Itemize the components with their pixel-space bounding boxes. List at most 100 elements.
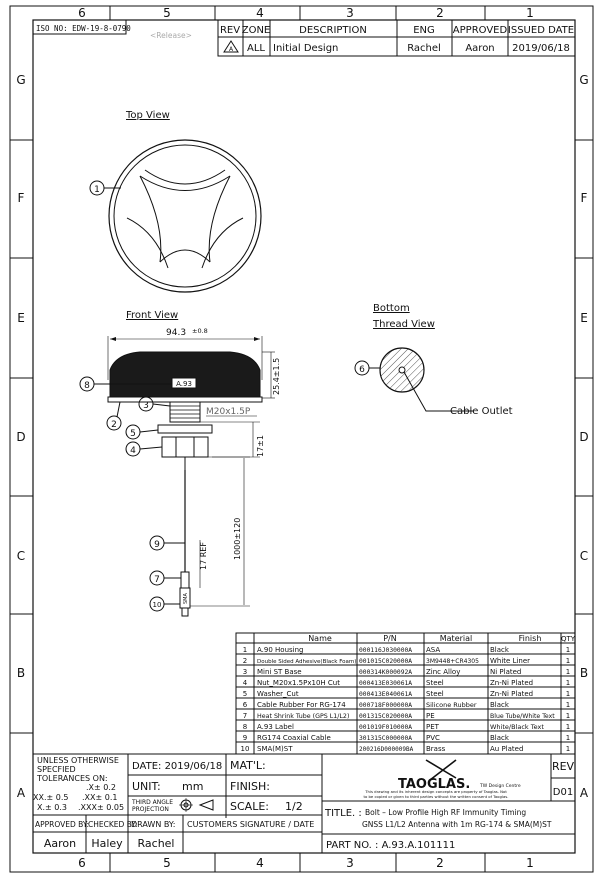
- checker-name: Haley: [91, 837, 123, 850]
- bom-cell-material: Brass: [426, 745, 446, 753]
- bom-row: 1 A.90 Housing 000116J030000A ASA Black …: [243, 646, 570, 654]
- row-label-c: C: [17, 549, 25, 563]
- bom-cell-qty: 1: [566, 657, 570, 665]
- bom-cell-pn: 000314K000092A: [359, 669, 412, 676]
- iso-number: ISO NO: EDW-19-8-0790: [36, 24, 131, 33]
- leader-3: [152, 403, 171, 407]
- row-label-d: D: [16, 430, 25, 444]
- a93-label-text: A.93: [176, 380, 192, 388]
- bom-header-finish: Finish: [519, 634, 542, 643]
- col-label-6: 6: [78, 6, 86, 20]
- tolerance-x-a: X.± 0.3: [37, 803, 67, 812]
- bom-row: 4 Nut_M20x1.5Px10H Cut 000413E030061A St…: [243, 679, 570, 687]
- col-label-4: 4: [256, 6, 264, 20]
- zone-col-header: ZONE: [242, 25, 271, 36]
- housing-rib: [139, 175, 231, 191]
- washer: [157, 424, 213, 434]
- leader-4: [139, 446, 163, 450]
- balloon-9-label: 9: [154, 540, 160, 550]
- bom-row: 9 RG174 Coaxial Cable 301315C000000A PVC…: [243, 734, 570, 742]
- zone-value: ALL: [247, 43, 265, 54]
- description-value: Initial Design: [273, 43, 338, 54]
- bom-cell-pn: 001019F010000A: [359, 724, 412, 731]
- right-row-ruler: G F E D C B A: [575, 73, 593, 800]
- housing-rib: [159, 249, 211, 263]
- col-label-5: 5: [163, 6, 171, 20]
- approved-value: Aaron: [465, 43, 494, 54]
- top-column-ruler: 6 5 4 3 2 1: [78, 6, 534, 20]
- bottom-thread-view: Bottom Thread View 6 Cable Outlet: [354, 303, 513, 417]
- balloon-3-label: 3: [143, 401, 149, 411]
- bom-cell-no: 5: [243, 690, 247, 698]
- front-view: Front View 94.3 ±0.8 A.93 25.4±1.5 M20x1…: [79, 310, 281, 617]
- right-row-label-f: F: [581, 191, 588, 205]
- width-tolerance: ±0.8: [192, 327, 208, 335]
- housing-rib: [201, 217, 244, 269]
- issued-col-header: ISSUED DATE: [508, 25, 574, 36]
- nut: [161, 436, 209, 458]
- design-centre-label: TW Design Centre: [479, 783, 521, 789]
- bom-cell-no: 7: [243, 712, 247, 720]
- bom-cell-name: A.90 Housing: [257, 646, 303, 654]
- bom-cell-qty: 1: [566, 679, 570, 687]
- bom-cell-finish: Zn-Ni Plated: [490, 679, 533, 687]
- bom-cell-finish: Black: [490, 734, 510, 742]
- unit-value: mm: [182, 780, 203, 793]
- scale-value: 1/2: [285, 800, 303, 813]
- approved-by-label: APPROVED BY:: [35, 820, 89, 829]
- bom-cell-name: Mini ST Base: [257, 668, 302, 676]
- taoglas-logo: TAOGLAS. TW Design Centre: [398, 759, 521, 792]
- right-row-label-b: B: [580, 666, 588, 680]
- bom-cell-name: Cable Rubber For RG-174: [257, 701, 346, 709]
- bom-cell-pn: 200216D000009BA: [359, 746, 414, 753]
- row-label-a: A: [17, 786, 26, 800]
- drafter-name: Rachel: [138, 837, 175, 850]
- balloon-1-label: 1: [94, 185, 100, 195]
- width-dimension: 94.3: [166, 328, 186, 338]
- bom-cell-material: PVC: [426, 734, 440, 742]
- balloon-8-label: 8: [84, 381, 90, 391]
- bom-cell-material: PET: [426, 723, 440, 731]
- ownership-notice-2: to be copied or given to third parties w…: [364, 794, 509, 799]
- balloon-2: [106, 415, 122, 431]
- housing-rib: [126, 217, 169, 269]
- bom-cell-material: PE: [426, 712, 435, 720]
- bom-row: 2 Double Sided Adhesive(Black Foam) 0010…: [243, 657, 570, 665]
- title-line-1: Bolt – Low Profile High RF Immunity Timi…: [365, 808, 526, 817]
- bom-cell-finish: Black: [490, 646, 510, 654]
- bom-cell-material: 3M9448+CR4305: [426, 658, 479, 665]
- material-label: MAT'L:: [230, 759, 266, 772]
- bottom-col-label-6: 6: [78, 856, 86, 870]
- bom-cell-finish: Ni Plated: [490, 668, 521, 676]
- top-view: Top View 1: [89, 110, 262, 293]
- heat-shrink-tube: [180, 571, 190, 589]
- bom-cell-finish: White/Black Text: [490, 723, 544, 731]
- right-row-label-g: G: [579, 73, 588, 87]
- housing-outer-circle: [108, 139, 262, 293]
- bom-cell-pn: 000718F000000A: [359, 702, 412, 709]
- rev-label: REV: [552, 760, 575, 773]
- scale-label: SCALE:: [230, 800, 269, 813]
- row-label-e: E: [17, 311, 25, 325]
- bom-cell-pn: 001315C020000A: [359, 713, 412, 720]
- top-view-title: Top View: [125, 110, 170, 121]
- bom-cell-finish: Blue Tube/White Text: [490, 713, 555, 720]
- drawing-date: DATE: 2019/06/18: [132, 761, 222, 772]
- bom-cell-name: A.93 Label: [257, 723, 294, 731]
- description-col-header: DESCRIPTION: [299, 25, 367, 36]
- rev-symbol: A: [229, 46, 234, 53]
- part-number: PART NO. : A.93.A.101111: [326, 840, 455, 851]
- front-view-title: Front View: [126, 310, 178, 321]
- bottom-col-label-2: 2: [436, 856, 444, 870]
- eng-col-header: ENG: [413, 25, 435, 36]
- mini-st-base: [169, 401, 201, 423]
- rev-col-header: REV: [220, 25, 240, 36]
- approved-col-header: APPROVED: [453, 25, 508, 36]
- leader-2: [116, 401, 121, 418]
- tolerance-x: .X± 0.2: [86, 783, 116, 792]
- reference-length: 17 REF: [199, 542, 208, 570]
- projection-label-1: THIRD ANGLE: [131, 799, 173, 806]
- bottom-col-label-5: 5: [163, 856, 171, 870]
- balloon-4-label: 4: [130, 446, 136, 456]
- housing-rib: [208, 175, 231, 263]
